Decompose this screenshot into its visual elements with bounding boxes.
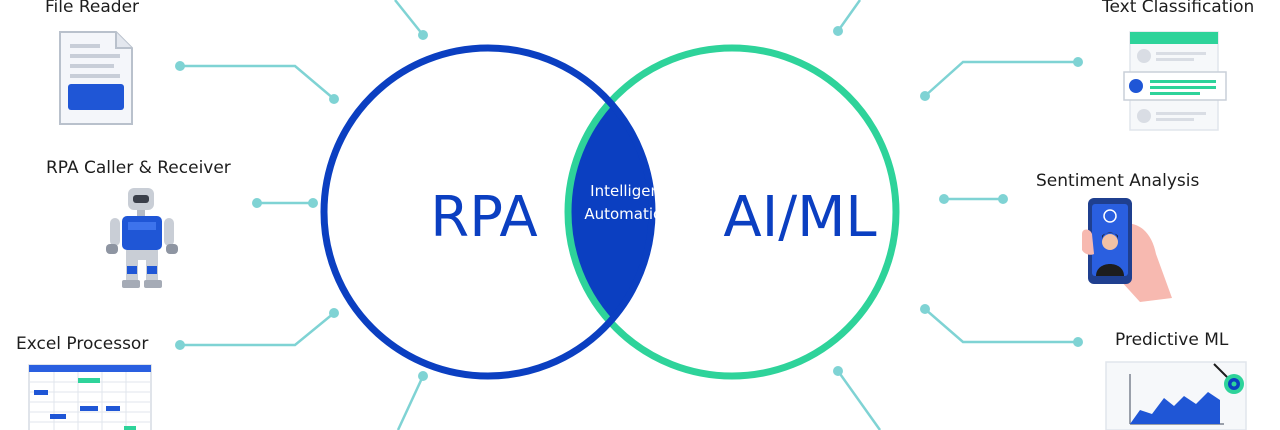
ai-ml-circle	[564, 44, 900, 380]
rpa-caller-label: RPA Caller & Receiver	[46, 158, 231, 178]
document-icon	[59, 31, 133, 125]
predictive-ml-label: Predictive ML	[1115, 330, 1229, 350]
phone-face-icon	[1082, 198, 1172, 302]
connector-top-left	[394, 0, 424, 36]
connector-bottom-right	[836, 370, 882, 430]
excel-processor-label: Excel Processor	[16, 334, 149, 354]
sentiment-analysis-label: Sentiment Analysis	[1036, 171, 1200, 191]
text-classification-label: Text Classification	[1102, 0, 1255, 17]
file-reader-label: File Reader	[45, 0, 140, 17]
connector-bottom-left	[396, 375, 425, 430]
rpa-circle	[320, 44, 656, 380]
connector-top-right	[836, 0, 862, 32]
connector-excel	[180, 312, 335, 347]
robot-icon	[106, 188, 178, 288]
classification-list-icon	[1123, 31, 1227, 131]
intersection-label-line2: Automation	[584, 205, 671, 223]
connector-dots	[175, 26, 1083, 381]
connector-file-reader	[180, 64, 335, 100]
connector-lines	[180, 0, 1078, 430]
spreadsheet-icon	[28, 364, 152, 430]
area-chart-target-icon	[1105, 361, 1247, 430]
connector-predictive	[924, 308, 1078, 344]
intersection-label-line1: Intelligent	[590, 182, 666, 200]
connector-text-class	[924, 60, 1078, 97]
ai-ml-label: AI/ML	[723, 185, 876, 250]
rpa-label: RPA	[430, 185, 537, 250]
